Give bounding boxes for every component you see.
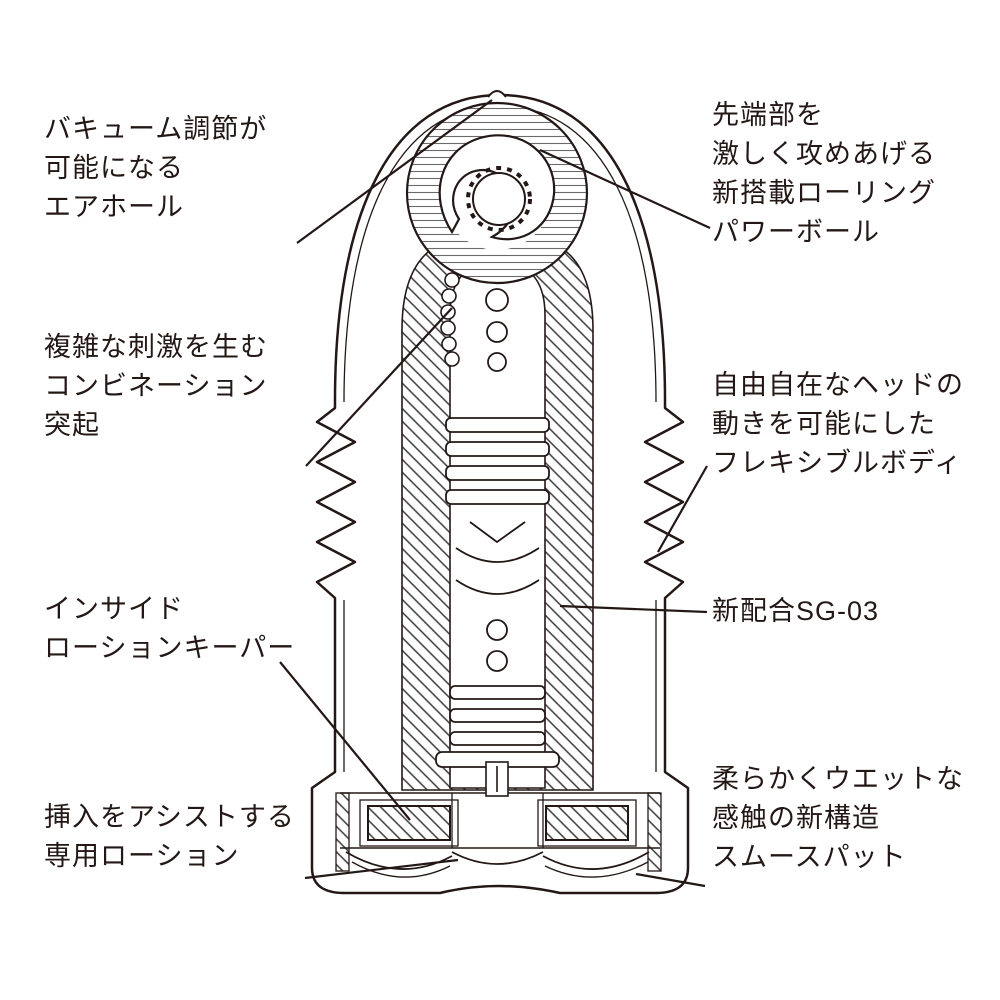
label-line: スムースパット: [712, 842, 907, 872]
label-line: パワーボール: [712, 217, 880, 247]
label-lotion-keeper: インサイド ローションキーパー: [44, 590, 295, 668]
label-line: コンビネーション: [44, 371, 268, 401]
ball-gear-teeth: [466, 166, 532, 232]
label-line: インサイド: [44, 594, 184, 624]
label-line: 可能になる: [44, 153, 184, 183]
power-ball: [405, 101, 589, 285]
label-line: エアホール: [44, 192, 184, 222]
air-hole: [487, 90, 507, 98]
leader-lines: [279, 99, 711, 888]
label-smooth-pad: 柔らかくウエットな 感触の新構造 スムースパット: [712, 760, 964, 877]
leader-combination: [305, 307, 453, 467]
label-power-ball: 先端部を 激しく攻めあげる 新搭載ローリング パワーボール: [712, 96, 936, 252]
label-line: 複雑な刺激を生む: [44, 332, 268, 362]
leader-lotion: [304, 858, 459, 880]
leader-power-ball: [539, 149, 711, 229]
combination-protrusions: [440, 272, 460, 367]
label-line: フレキシブルボディ: [712, 448, 963, 478]
base-structure: [335, 761, 662, 878]
label-line: 動きを可能にした: [712, 409, 936, 439]
label-line: 新搭載ローリング: [712, 178, 936, 208]
leader-air-hole: [296, 99, 493, 244]
label-line: 専用ローション: [44, 841, 240, 871]
label-line: ローションキーパー: [44, 633, 296, 663]
leader-lotion-keeper: [279, 661, 411, 821]
label-line: 自由自在なヘッドの: [712, 370, 964, 400]
label-line: 先端部を: [712, 100, 824, 130]
label-line: 新配合SG-03: [712, 596, 880, 626]
lotion-keeper-pad-right: [545, 805, 629, 841]
label-sg03: 新配合SG-03: [712, 592, 879, 631]
leader-smooth-pad: [635, 872, 706, 888]
leader-flexible-body: [657, 465, 708, 553]
label-line: 挿入をアシストする: [44, 802, 295, 832]
label-lotion: 挿入をアシストする 専用ローション: [44, 798, 295, 876]
lotion-keeper-pad-left: [367, 805, 451, 841]
label-line: 柔らかくウエットな: [712, 764, 964, 794]
inner-sleeve: [401, 231, 594, 791]
label-line: 突起: [44, 410, 100, 440]
label-line: 激しく攻めあげる: [712, 139, 936, 169]
label-combination: 複雑な刺激を生む コンビネーション 突起: [44, 328, 268, 445]
label-line: バキューム調節が: [44, 114, 268, 144]
channel-details: [435, 288, 560, 768]
label-line: 感触の新構造: [712, 803, 880, 833]
label-air-hole: バキューム調節が 可能になる エアホール: [44, 110, 267, 227]
base-right-strip: [647, 792, 662, 872]
label-flexible-body: 自由自在なヘッドの 動きを可能にした フレキシブルボディ: [712, 366, 964, 483]
ball-gear-core: [472, 172, 526, 226]
base-left-strip: [335, 792, 350, 872]
leader-sg03: [559, 604, 708, 614]
smooth-pad-arc: [451, 851, 544, 865]
